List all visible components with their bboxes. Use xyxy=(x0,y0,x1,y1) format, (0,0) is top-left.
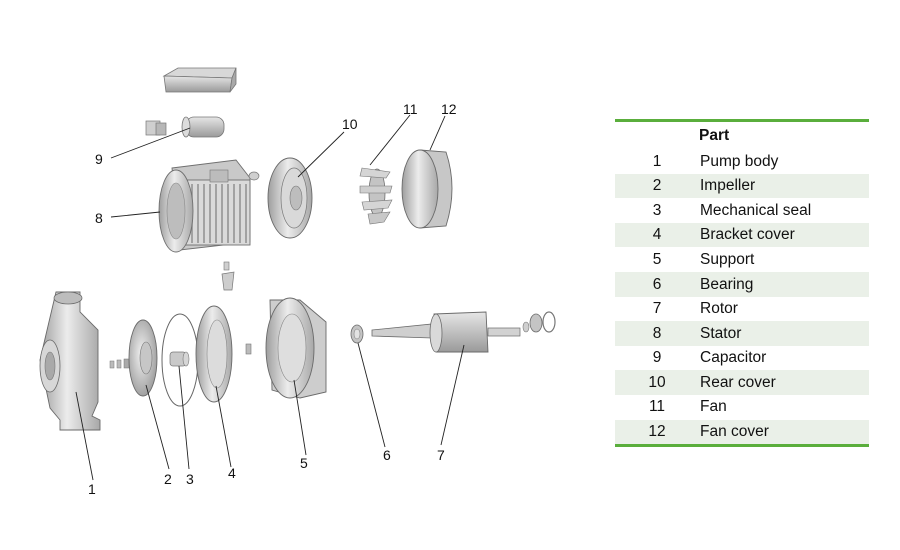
callout-2: 2 xyxy=(164,471,172,487)
part-name: Fan cover xyxy=(699,419,869,448)
bolt-part xyxy=(245,343,252,355)
pump-body-part xyxy=(39,291,101,431)
part-number: 3 xyxy=(652,201,662,219)
part-number: 10 xyxy=(615,370,699,395)
part-number: 4 xyxy=(615,222,699,248)
capacitor-part xyxy=(145,116,225,138)
table-row: 7 Rotor xyxy=(615,297,869,322)
part-name: Rotor xyxy=(700,300,738,318)
table-row: 5 Support xyxy=(615,247,869,272)
callout-7: 7 xyxy=(437,447,445,463)
part-number: 11 xyxy=(648,398,666,416)
part-name: Rear cover xyxy=(699,370,869,395)
table-row: 9 Capacitor xyxy=(615,346,869,371)
callout-11: 11 xyxy=(403,101,418,117)
exploded-pump-diagram: 1 2 3 4 5 6 7 8 9 10 11 12 xyxy=(39,67,556,497)
part-name: Bracket cover xyxy=(699,222,869,248)
rear-cover-part xyxy=(267,157,313,239)
part-number: 7 xyxy=(652,300,662,318)
callout-1: 1 xyxy=(88,481,96,497)
callout-6: 6 xyxy=(383,447,391,463)
table-row: 11 Fan xyxy=(615,395,869,420)
callout-10: 10 xyxy=(342,116,358,132)
bracket-cover-part xyxy=(195,305,233,403)
leader-lines xyxy=(75,114,465,481)
part-number: 9 xyxy=(652,349,662,367)
part-number: 2 xyxy=(615,173,699,199)
callout-9: 9 xyxy=(95,151,103,167)
part-number: 8 xyxy=(615,321,699,346)
callout-5: 5 xyxy=(300,455,308,471)
table-row: 3 Mechanical seal xyxy=(615,198,869,223)
stator-part xyxy=(158,159,251,253)
bearing-part xyxy=(350,324,364,344)
part-number: 1 xyxy=(652,152,662,170)
part-number: 5 xyxy=(652,250,662,268)
callout-12: 12 xyxy=(441,101,457,117)
callout-numbers: 1 2 3 4 5 6 7 8 9 10 11 12 xyxy=(88,101,457,497)
support-part xyxy=(265,297,327,399)
part-name: Stator xyxy=(699,321,869,346)
part-number: 12 xyxy=(615,419,699,448)
callout-8: 8 xyxy=(95,210,103,226)
screw-part xyxy=(248,171,260,181)
table-row: 1 Pump body xyxy=(615,149,869,174)
mechanical-seal-part xyxy=(161,313,199,407)
callout-3: 3 xyxy=(186,471,194,487)
part-name: Bearing xyxy=(699,271,869,297)
part-number: 6 xyxy=(615,271,699,297)
header-part: Part xyxy=(699,119,869,149)
fan-part xyxy=(359,167,393,225)
part-name: Support xyxy=(700,250,755,268)
part-name: Pump body xyxy=(700,152,779,170)
impeller-part xyxy=(128,319,158,397)
part-name: Impeller xyxy=(699,173,869,199)
header-number xyxy=(615,119,699,149)
terminal-part xyxy=(221,261,235,291)
part-name: Capacitor xyxy=(700,349,767,367)
rear-bearing-part xyxy=(522,311,556,333)
small-parts xyxy=(109,358,130,369)
part-name: Mechanical seal xyxy=(700,201,812,219)
rotor-part xyxy=(371,311,521,353)
callout-4: 4 xyxy=(228,465,236,481)
part-name: Fan xyxy=(700,398,727,416)
capacitor-box-part xyxy=(162,67,237,93)
table-header-row: Part xyxy=(615,119,869,149)
fan-cover-part xyxy=(401,149,453,229)
